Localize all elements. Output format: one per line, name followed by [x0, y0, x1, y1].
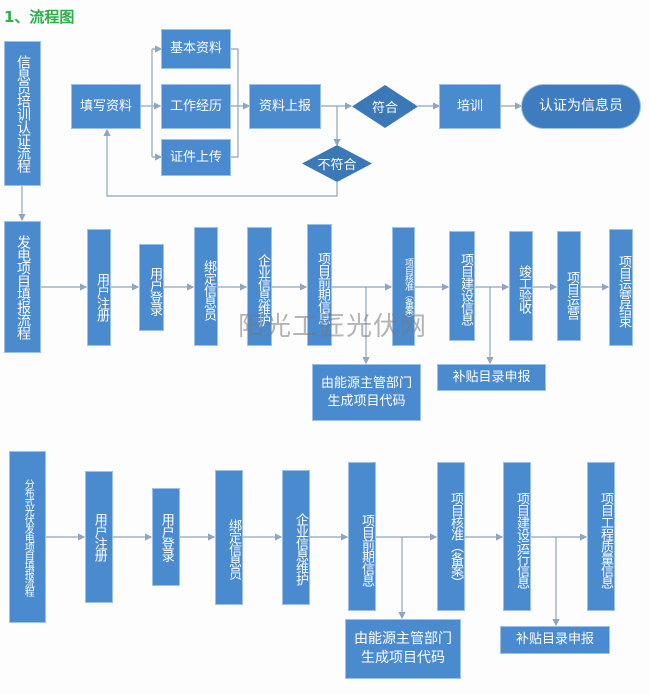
work-experience-box: 工作经历	[162, 85, 230, 128]
flow2-step: 项目核准（备案）	[393, 228, 414, 345]
flow2-step: 竣工验收	[510, 232, 532, 340]
submit-info-box: 资料上报	[250, 85, 320, 128]
pass-diamond: 符合	[352, 85, 418, 128]
flow3-step: 项目工程质量信息	[588, 463, 614, 610]
flow3-step: 企业信息维护	[283, 471, 309, 604]
flow2-step: 用户注册	[88, 230, 110, 345]
flow2-step: 项目建设信息	[450, 232, 474, 340]
fail-label: 不符合	[317, 158, 357, 173]
fill-info-box: 填写资料	[72, 85, 140, 128]
certified-end-terminal: 认证为信息员	[522, 85, 640, 128]
flow3-step: 用户登录	[153, 489, 179, 585]
flow3-step: 用户注册	[86, 472, 112, 602]
flow2-step: 绑定信息员	[195, 228, 217, 345]
flow3-step: 项目建设运行信息	[504, 463, 530, 610]
flow3-subsidy-box: 补贴目录申报	[501, 627, 609, 653]
flow1-label: 信息员培训认证流程	[5, 42, 40, 185]
flow2-step: 项目运营结束	[610, 230, 632, 345]
flow2-label: 发电项目填报流程	[5, 222, 40, 352]
flow3-step: 项目前期信息	[349, 463, 375, 610]
watermark: 阳光工匠光伏网	[238, 312, 428, 342]
flow3-label: 分布式光伏发电项目填报流程	[10, 452, 45, 622]
basic-info-box: 基本资料	[162, 30, 230, 68]
flow2-subsidy-box: 补贴目录申报	[438, 365, 545, 390]
flow3-step: 绑定信息员	[216, 471, 242, 604]
flow3-project-code-box: 由能源主管部门生成项目代码	[346, 620, 460, 678]
cert-upload-box: 证件上传	[162, 140, 230, 175]
flow3-step: 项目核准（备案）	[438, 463, 464, 610]
section-title: 1、流程图	[4, 8, 75, 26]
flow2-step: 项目前期信息	[308, 225, 331, 345]
flow2-step: 用户登录	[140, 245, 163, 330]
training-box: 培训	[440, 85, 500, 128]
flow2-project-code-box: 由能源主管部门生成项目代码	[313, 365, 420, 420]
flow2-step: 项目运营	[558, 232, 580, 340]
pass-label: 符合	[371, 101, 398, 116]
flow2-step: 企业信息维护	[248, 228, 271, 345]
fail-diamond: 不符合	[302, 145, 372, 182]
